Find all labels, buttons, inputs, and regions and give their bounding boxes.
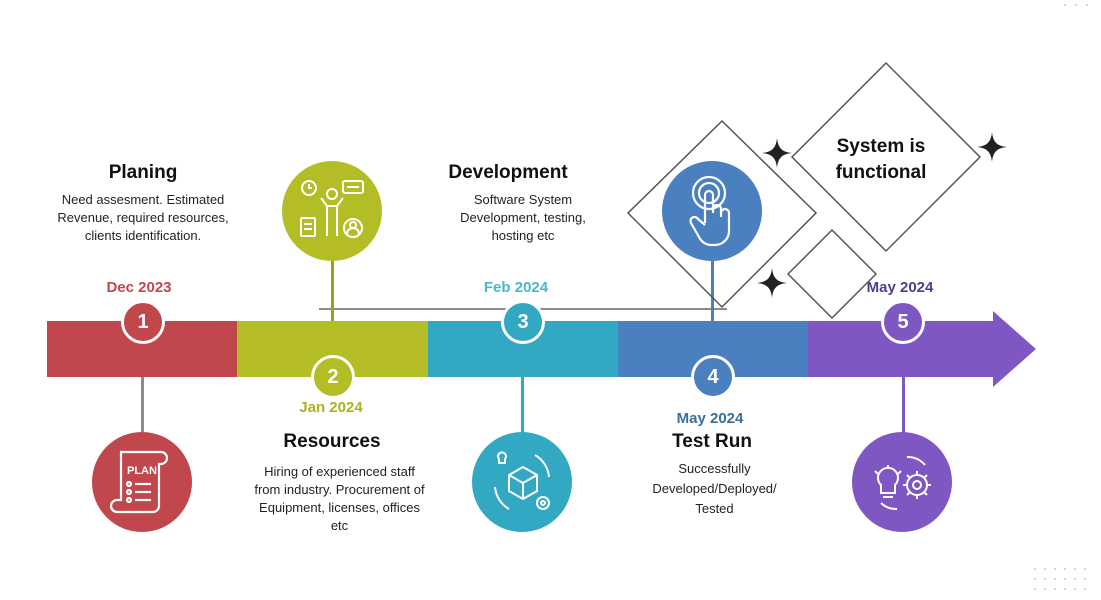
step-3-title: Development xyxy=(448,162,568,183)
step-3-date: Feb 2024 xyxy=(483,279,549,296)
decorative-dots-bottom-right xyxy=(1034,568,1086,590)
svg-text:PLAN: PLAN xyxy=(127,465,157,477)
step-1-icon-circle: PLAN xyxy=(92,432,192,532)
connector-2 xyxy=(331,258,334,322)
connector-3 xyxy=(521,372,524,434)
step-1-description: Need assesment. Estimated Revenue, requi… xyxy=(57,192,229,243)
step-3-icon-circle xyxy=(472,432,572,532)
step-1-title: Planing xyxy=(108,162,178,183)
sparkle-icon xyxy=(757,268,787,298)
step-2-title: Resources xyxy=(283,431,381,452)
package-gear-icon xyxy=(494,451,550,510)
connector-4 xyxy=(711,258,714,322)
connector-1 xyxy=(141,372,144,432)
step-4-date: May 2024 xyxy=(676,410,744,427)
step-marker-2: 2 xyxy=(311,355,355,399)
step-marker-3: 3 xyxy=(501,300,545,344)
step-3-description: Software System Development, testing, ho… xyxy=(460,192,586,243)
touch-finger-icon xyxy=(689,175,731,247)
step-4-title: Test Run xyxy=(672,431,752,452)
sparkle-icon xyxy=(977,132,1007,162)
step-2-date: Jan 2024 xyxy=(299,399,363,416)
step-5-icon-circle xyxy=(852,432,952,532)
team-resources-icon xyxy=(300,180,364,238)
step-marker-4: 4 xyxy=(691,355,735,399)
step-2-icon-circle xyxy=(282,161,382,261)
step-marker-5: 5 xyxy=(881,300,925,344)
sparkle-icon xyxy=(762,138,792,168)
connector-5 xyxy=(902,372,905,434)
step-1-date: Dec 2023 xyxy=(106,279,172,296)
callout-text: System is functional xyxy=(835,136,927,183)
step-marker-1: 1 xyxy=(121,300,165,344)
plan-document-icon: PLAN xyxy=(109,450,169,514)
decorative-dots-top-right xyxy=(1064,4,1088,6)
step-4-icon-circle xyxy=(662,161,762,261)
idea-gear-icon xyxy=(874,455,931,510)
step-5-date: May 2024 xyxy=(866,279,934,296)
timeline-arrowhead xyxy=(993,311,1036,387)
step-2-description: Hiring of experienced staff from industr… xyxy=(254,464,425,533)
step-4-description: Successfully Developed/Deployed/ Tested xyxy=(652,461,777,516)
